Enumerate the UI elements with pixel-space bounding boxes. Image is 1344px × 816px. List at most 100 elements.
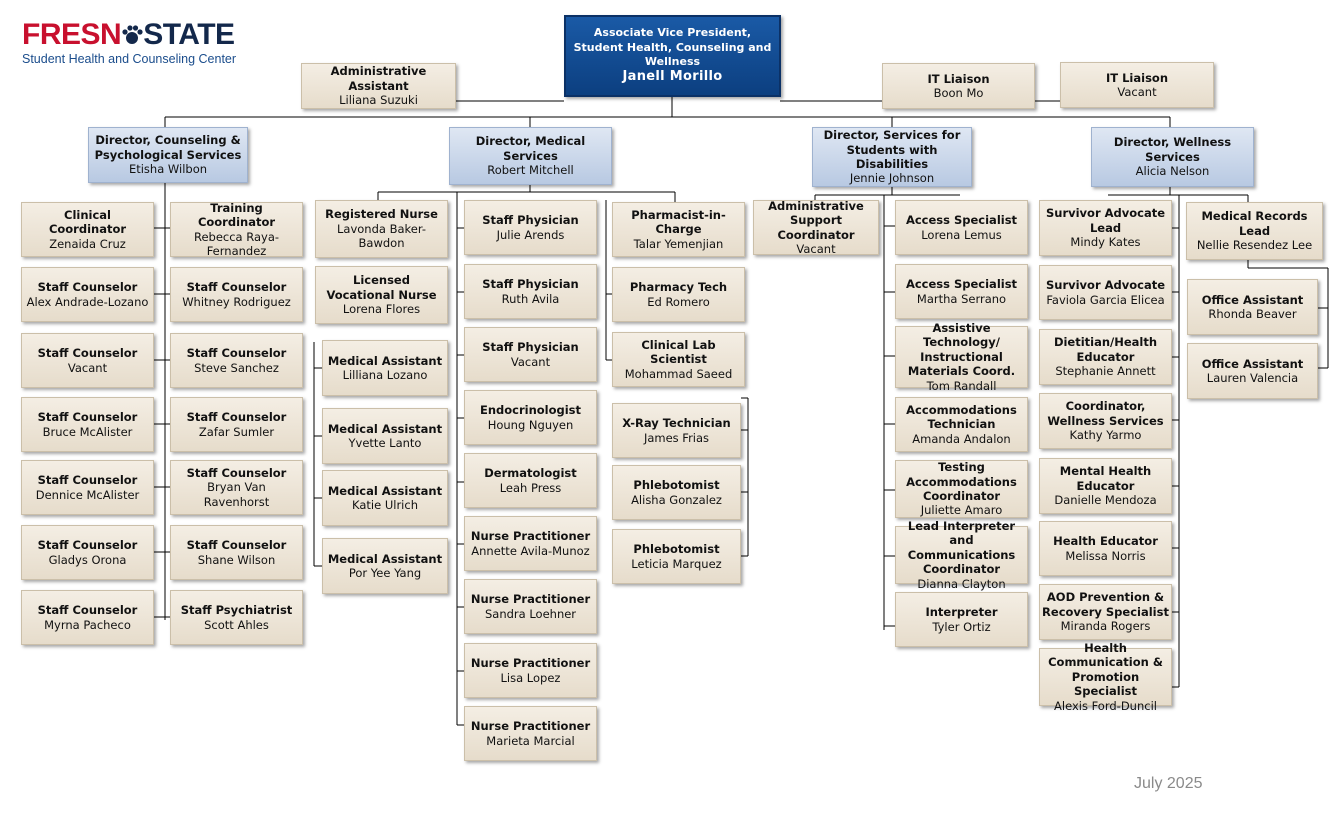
box-name: Jennie Johnson xyxy=(849,171,935,186)
box-name: Dennice McAlister xyxy=(35,487,140,502)
box-name: Alexis Ford-Duncil xyxy=(1054,698,1157,713)
logo-name-left: FRESN xyxy=(22,18,122,51)
box-title: Health Educator xyxy=(1053,534,1158,549)
box-title: Dietitian/Health Educator xyxy=(1053,335,1158,364)
box-name: Katie Ulrich xyxy=(352,498,418,512)
box-name: Rhonda Beaver xyxy=(1208,307,1297,321)
box-title: Director, Medical Services xyxy=(475,134,586,163)
box-title: Nurse Practitioner xyxy=(470,656,591,671)
box-title: Survivor Advocate xyxy=(1045,278,1166,293)
box-name: Por Yee Yang xyxy=(348,566,422,580)
box-title: Staff Counselor xyxy=(186,346,287,361)
box-title: Dermatologist xyxy=(484,466,577,481)
box-ssd-staff: Lead Interpreter and Communications Coor… xyxy=(895,519,1028,591)
box-name: Liliana Suzuki xyxy=(339,93,418,108)
box-name: Vacant xyxy=(510,354,551,369)
box-name: Mindy Kates xyxy=(1070,235,1141,250)
box-name: Etisha Wilbon xyxy=(128,162,208,177)
box-title: Director, Services for Students with Dis… xyxy=(823,128,961,171)
box-title: Medical Assistant xyxy=(327,353,443,368)
box-title: Nurse Practitioner xyxy=(470,529,591,544)
box-name: Bryan Van Ravenhorst xyxy=(203,480,270,509)
chart-date: July 2025 xyxy=(1134,775,1203,792)
box-title: Staff Counselor xyxy=(186,465,287,480)
box-title: Access Specialist xyxy=(905,213,1018,228)
box-name: Leticia Marquez xyxy=(631,556,722,571)
box-name: Lilliana Lozano xyxy=(342,368,428,382)
box-title: Licensed Vocational Nurse xyxy=(326,273,437,302)
box-title: Phlebotomist xyxy=(633,542,720,557)
box-title: Director, Counseling & Psychological Ser… xyxy=(94,133,242,162)
box-name: Lisa Lopez xyxy=(500,670,561,685)
box-title: Staff Counselor xyxy=(37,410,138,425)
box-name: Vacant xyxy=(796,241,836,256)
box-name: Dianna Clayton xyxy=(917,576,1006,591)
box-director-medical: Director, Medical Services Robert Mitche… xyxy=(449,127,612,185)
box-title: Office Assistant xyxy=(1201,292,1304,307)
box-name: Alisha Gonzalez xyxy=(631,492,722,507)
box-title: IT Liaison xyxy=(1105,70,1169,85)
box-title: Director, Wellness Services xyxy=(1113,135,1232,164)
box-title: Associate Vice President, Student Health… xyxy=(573,26,772,69)
box-title: Nurse Practitioner xyxy=(470,592,591,607)
box-title: Medical Assistant xyxy=(327,483,443,498)
box-title: Training Coordinator xyxy=(197,200,276,230)
box-title: Nurse Practitioner xyxy=(470,719,591,734)
box-name: Miranda Rogers xyxy=(1060,619,1151,634)
box-title: Staff Physician xyxy=(482,213,579,228)
box-name: Scott Ahles xyxy=(204,617,269,632)
box-it-liaison-1: IT Liaison Boon Mo xyxy=(882,63,1035,109)
paw-icon xyxy=(122,25,143,44)
box-name: Ruth Avila xyxy=(501,291,560,306)
box-name: Annette Avila-Munoz xyxy=(471,543,590,558)
box-name: Lorena Flores xyxy=(342,302,421,317)
box-director-ssd: Director, Services for Students with Dis… xyxy=(812,127,972,187)
box-title: Endocrinologist xyxy=(479,403,582,418)
box-title: Staff Physician xyxy=(482,277,579,292)
box-name: Sandra Loehner xyxy=(484,606,577,621)
box-name: Myrna Pacheco xyxy=(44,617,131,632)
box-title: Health Communication & Promotion Special… xyxy=(1048,641,1163,699)
box-name: Juliette Amaro xyxy=(920,503,1003,518)
box-title: Medical Records Lead xyxy=(1201,209,1308,238)
box-name: Lorena Lemus xyxy=(921,227,1002,242)
box-name: Zafar Sumler xyxy=(198,424,275,439)
box-director-wellness: Director, Wellness Services Alicia Nelso… xyxy=(1091,127,1254,187)
box-name: Tom Randall xyxy=(926,378,997,393)
box-title: Mental Health Educator xyxy=(1059,464,1152,493)
box-title: Registered Nurse xyxy=(325,207,438,222)
box-name: Lavonda Baker-Bawdon xyxy=(337,221,426,251)
box-title: Office Assistant xyxy=(1201,356,1304,371)
box-title: Accommodations Technician xyxy=(906,402,1017,432)
box-title: Clinical Lab Scientist xyxy=(641,337,716,367)
